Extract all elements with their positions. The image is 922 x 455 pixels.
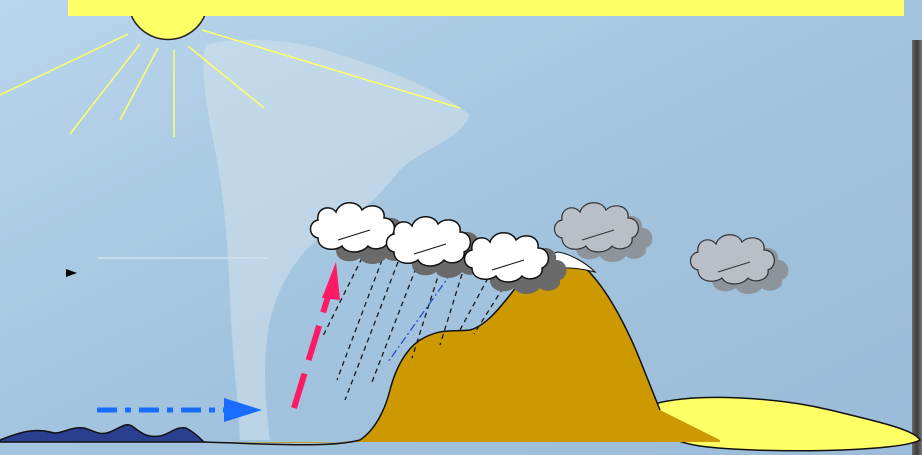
caption-band bbox=[68, 0, 904, 16]
right-edge-texture bbox=[912, 40, 922, 455]
